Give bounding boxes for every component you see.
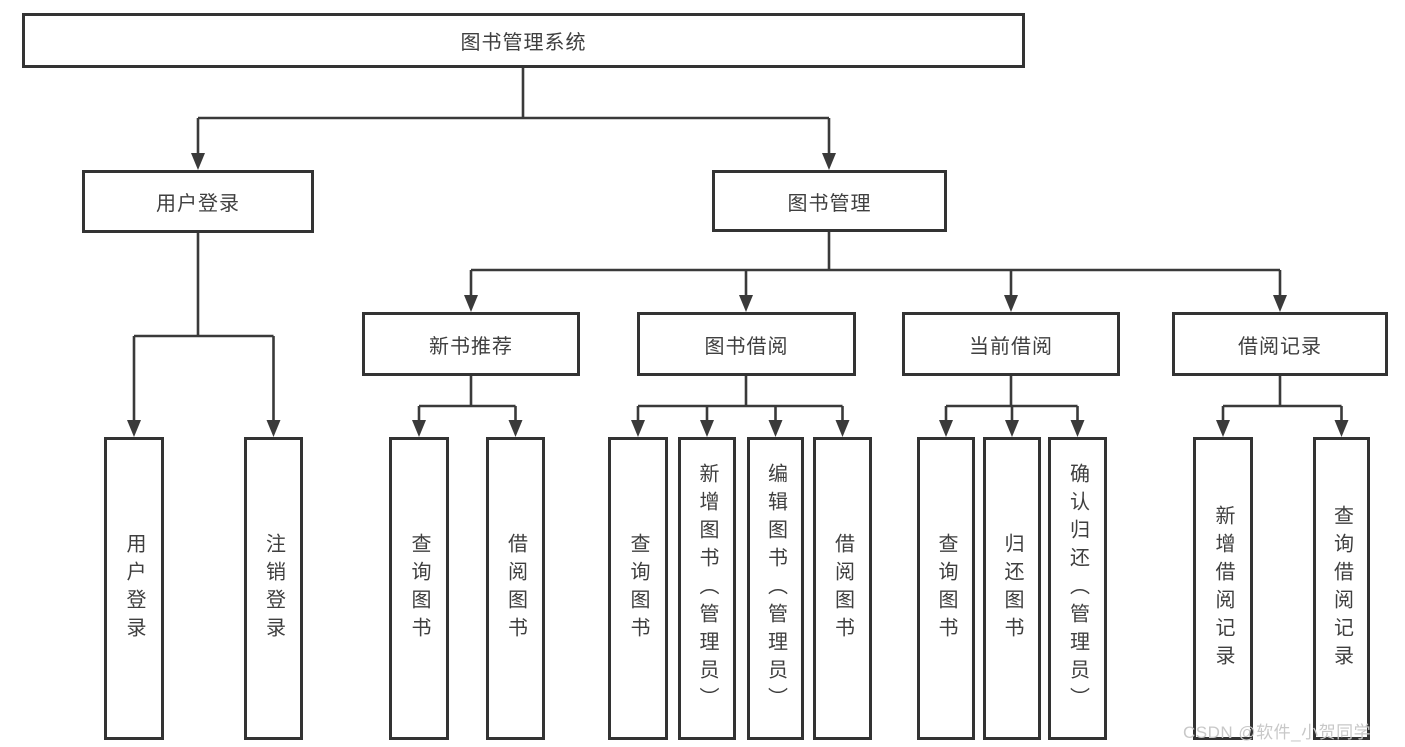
leaf-label: 确认归还（管理员） [1066, 462, 1089, 715]
node-label: 图书管理 [787, 192, 872, 215]
leaf-user-login: 用户登录 [104, 437, 164, 740]
node-label: 当前借阅 [969, 335, 1053, 358]
leaf-label: 借阅图书 [504, 532, 527, 645]
leaf-label: 借阅图书 [831, 532, 854, 645]
leaf-return-books: 归还图书 [983, 437, 1041, 740]
node-label: 新书推荐 [429, 335, 513, 358]
node-label: 借阅记录 [1238, 335, 1322, 358]
node-book-borrowing: 图书借阅 [637, 312, 856, 376]
watermark: CSDN @软件_小贺同学 [1183, 723, 1372, 742]
leaf-query-borrow-record: 查询借阅记录 [1313, 437, 1370, 740]
leaf-label: 编辑图书（管理员） [764, 462, 787, 715]
leaf-query-books-borrowing: 查询图书 [608, 437, 668, 740]
leaf-label: 查询借阅记录 [1330, 504, 1353, 673]
leaf-add-borrow-record: 新增借阅记录 [1193, 437, 1253, 740]
leaf-add-books-admin: 新增图书（管理员） [678, 437, 736, 740]
leaf-label: 注销登录 [262, 532, 285, 645]
node-current-borrowing: 当前借阅 [902, 312, 1120, 376]
leaf-label: 查询图书 [935, 532, 957, 645]
node-label: 图书管理系统 [460, 32, 587, 54]
leaf-query-books-recommend: 查询图书 [389, 437, 449, 740]
leaf-label: 查询图书 [627, 532, 649, 645]
leaf-query-books-current: 查询图书 [917, 437, 975, 740]
node-label: 用户登录 [156, 193, 240, 215]
node-borrow-records: 借阅记录 [1172, 312, 1388, 376]
node-user-login: 用户登录 [82, 170, 314, 233]
leaf-label: 查询图书 [408, 532, 430, 645]
leaf-label: 归还图书 [1001, 532, 1023, 645]
leaf-edit-books-admin: 编辑图书（管理员） [747, 437, 804, 740]
leaf-borrow-books-recommend: 借阅图书 [486, 437, 545, 740]
leaf-label: 用户登录 [123, 532, 145, 645]
leaf-confirm-return-admin: 确认归还（管理员） [1048, 437, 1107, 740]
leaf-logout: 注销登录 [244, 437, 303, 740]
leaf-label: 新增图书（管理员） [696, 462, 718, 715]
node-new-book-recommend: 新书推荐 [362, 312, 580, 376]
leaf-label: 新增借阅记录 [1212, 504, 1234, 673]
leaf-borrow-books: 借阅图书 [813, 437, 872, 740]
node-label: 图书借阅 [704, 335, 789, 358]
node-library-management-system: 图书管理系统 [22, 13, 1025, 68]
node-book-management: 图书管理 [712, 170, 947, 232]
